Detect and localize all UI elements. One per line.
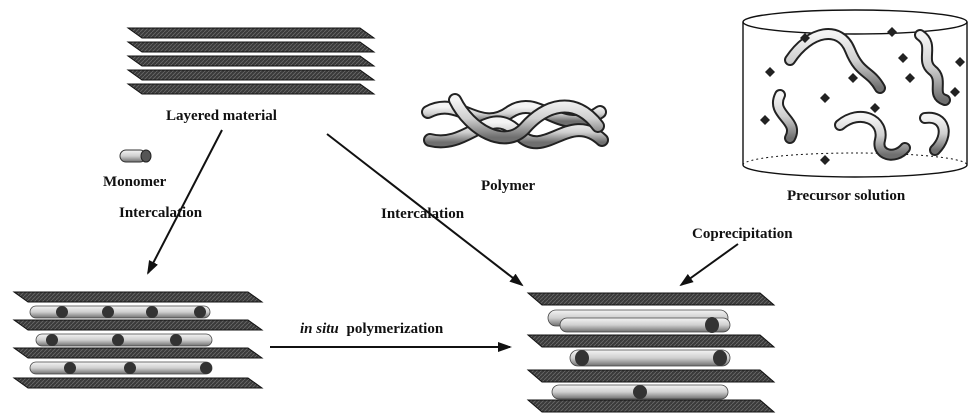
monomer-icon bbox=[120, 150, 151, 162]
monomer-label: Monomer bbox=[103, 174, 167, 190]
intercalation-arrow-left bbox=[148, 130, 222, 273]
precursor-solution-label: Precursor solution bbox=[787, 188, 906, 204]
coprecipitation-label: Coprecipitation bbox=[692, 226, 793, 242]
in-situ-polymerization-label: in situ polymerization bbox=[300, 321, 444, 337]
precursor-solution-beaker bbox=[743, 10, 967, 177]
layered-material-label: Layered material bbox=[166, 108, 277, 124]
polymer-label: Polymer bbox=[481, 178, 535, 194]
polymer-nanocomposite-stack bbox=[528, 293, 774, 412]
intercalation-left-label: Intercalation bbox=[119, 205, 203, 221]
layered-material-stack bbox=[128, 28, 374, 94]
intercalation-middle-label: Intercalation bbox=[381, 206, 465, 222]
in-situ-text: in situ bbox=[300, 321, 339, 337]
polymerization-text: polymerization bbox=[347, 321, 444, 337]
monomer-intercalated-stack bbox=[14, 292, 262, 388]
polymer-icon bbox=[428, 100, 602, 142]
coprecipitation-arrow bbox=[681, 244, 738, 285]
